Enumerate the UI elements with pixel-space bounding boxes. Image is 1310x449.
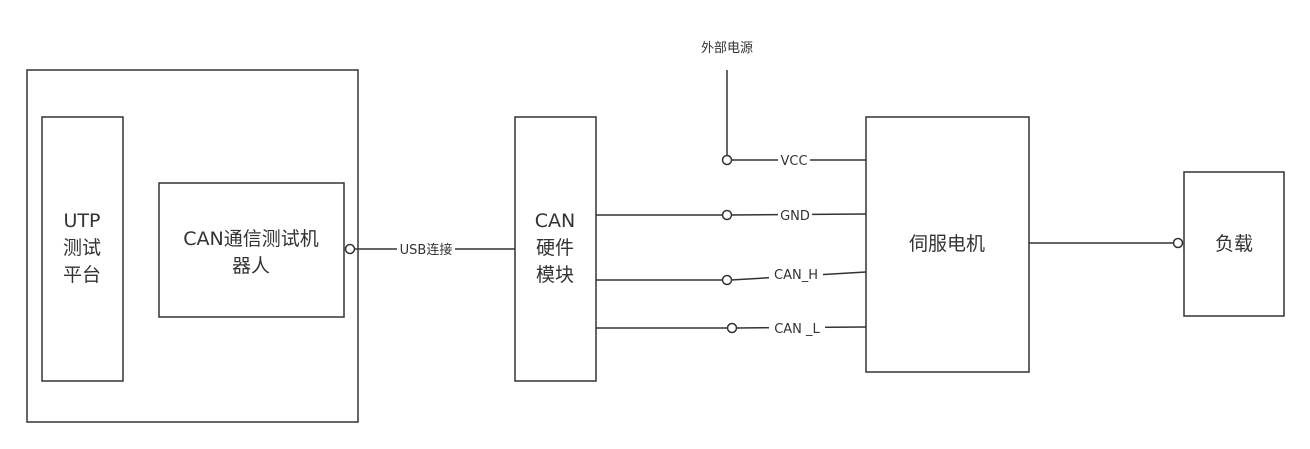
utp-platform-label: UTP 测试 平台 <box>63 210 101 286</box>
usb-connection-label: USB连接 <box>400 242 453 258</box>
utp-platform-label-line-1: UTP <box>64 210 101 232</box>
vcc-node <box>721 154 733 166</box>
load-connector-node <box>1172 237 1184 249</box>
utp-platform-label-line-2: 测试 <box>63 237 101 259</box>
can-hardware-box <box>514 116 597 382</box>
gnd-node <box>721 209 733 221</box>
can-hardware-label-line-3: 模块 <box>536 264 574 286</box>
servo-motor-label: 伺服电机 <box>909 233 985 255</box>
utp-platform-label-line-3: 平台 <box>63 264 101 286</box>
can-h-label-background <box>769 266 823 283</box>
gnd-label-background <box>778 207 812 224</box>
vcc-label: VCC <box>780 154 807 169</box>
can-hardware-label-line-1: CAN <box>535 210 575 232</box>
can-h-node <box>721 274 733 286</box>
servo-motor-box <box>865 116 1030 373</box>
external-power-label: 外部电源 <box>701 41 753 56</box>
can-robot-label-line-2: 器人 <box>232 255 270 277</box>
can-robot-label-line-1: CAN通信测试机 <box>183 228 318 250</box>
can-robot-label: CAN通信测试机 器人 <box>183 228 318 277</box>
load-label: 负载 <box>1215 233 1253 255</box>
can-h-label: CAN_H <box>774 268 818 283</box>
can-robot-box <box>158 182 345 318</box>
can-hardware-label: CAN 硬件 模块 <box>535 210 575 286</box>
vcc-label-background <box>778 152 810 169</box>
load-box <box>1183 171 1285 317</box>
can-l-label-background <box>769 320 825 337</box>
utp-platform-box <box>41 116 124 382</box>
usb-connector-node <box>344 243 356 255</box>
can-l-node <box>726 322 738 334</box>
can-hardware-label-line-2: 硬件 <box>536 237 574 259</box>
usb-label-background <box>397 240 455 258</box>
can-l-label: CAN _L <box>774 322 820 337</box>
gnd-label: GND <box>780 209 810 224</box>
